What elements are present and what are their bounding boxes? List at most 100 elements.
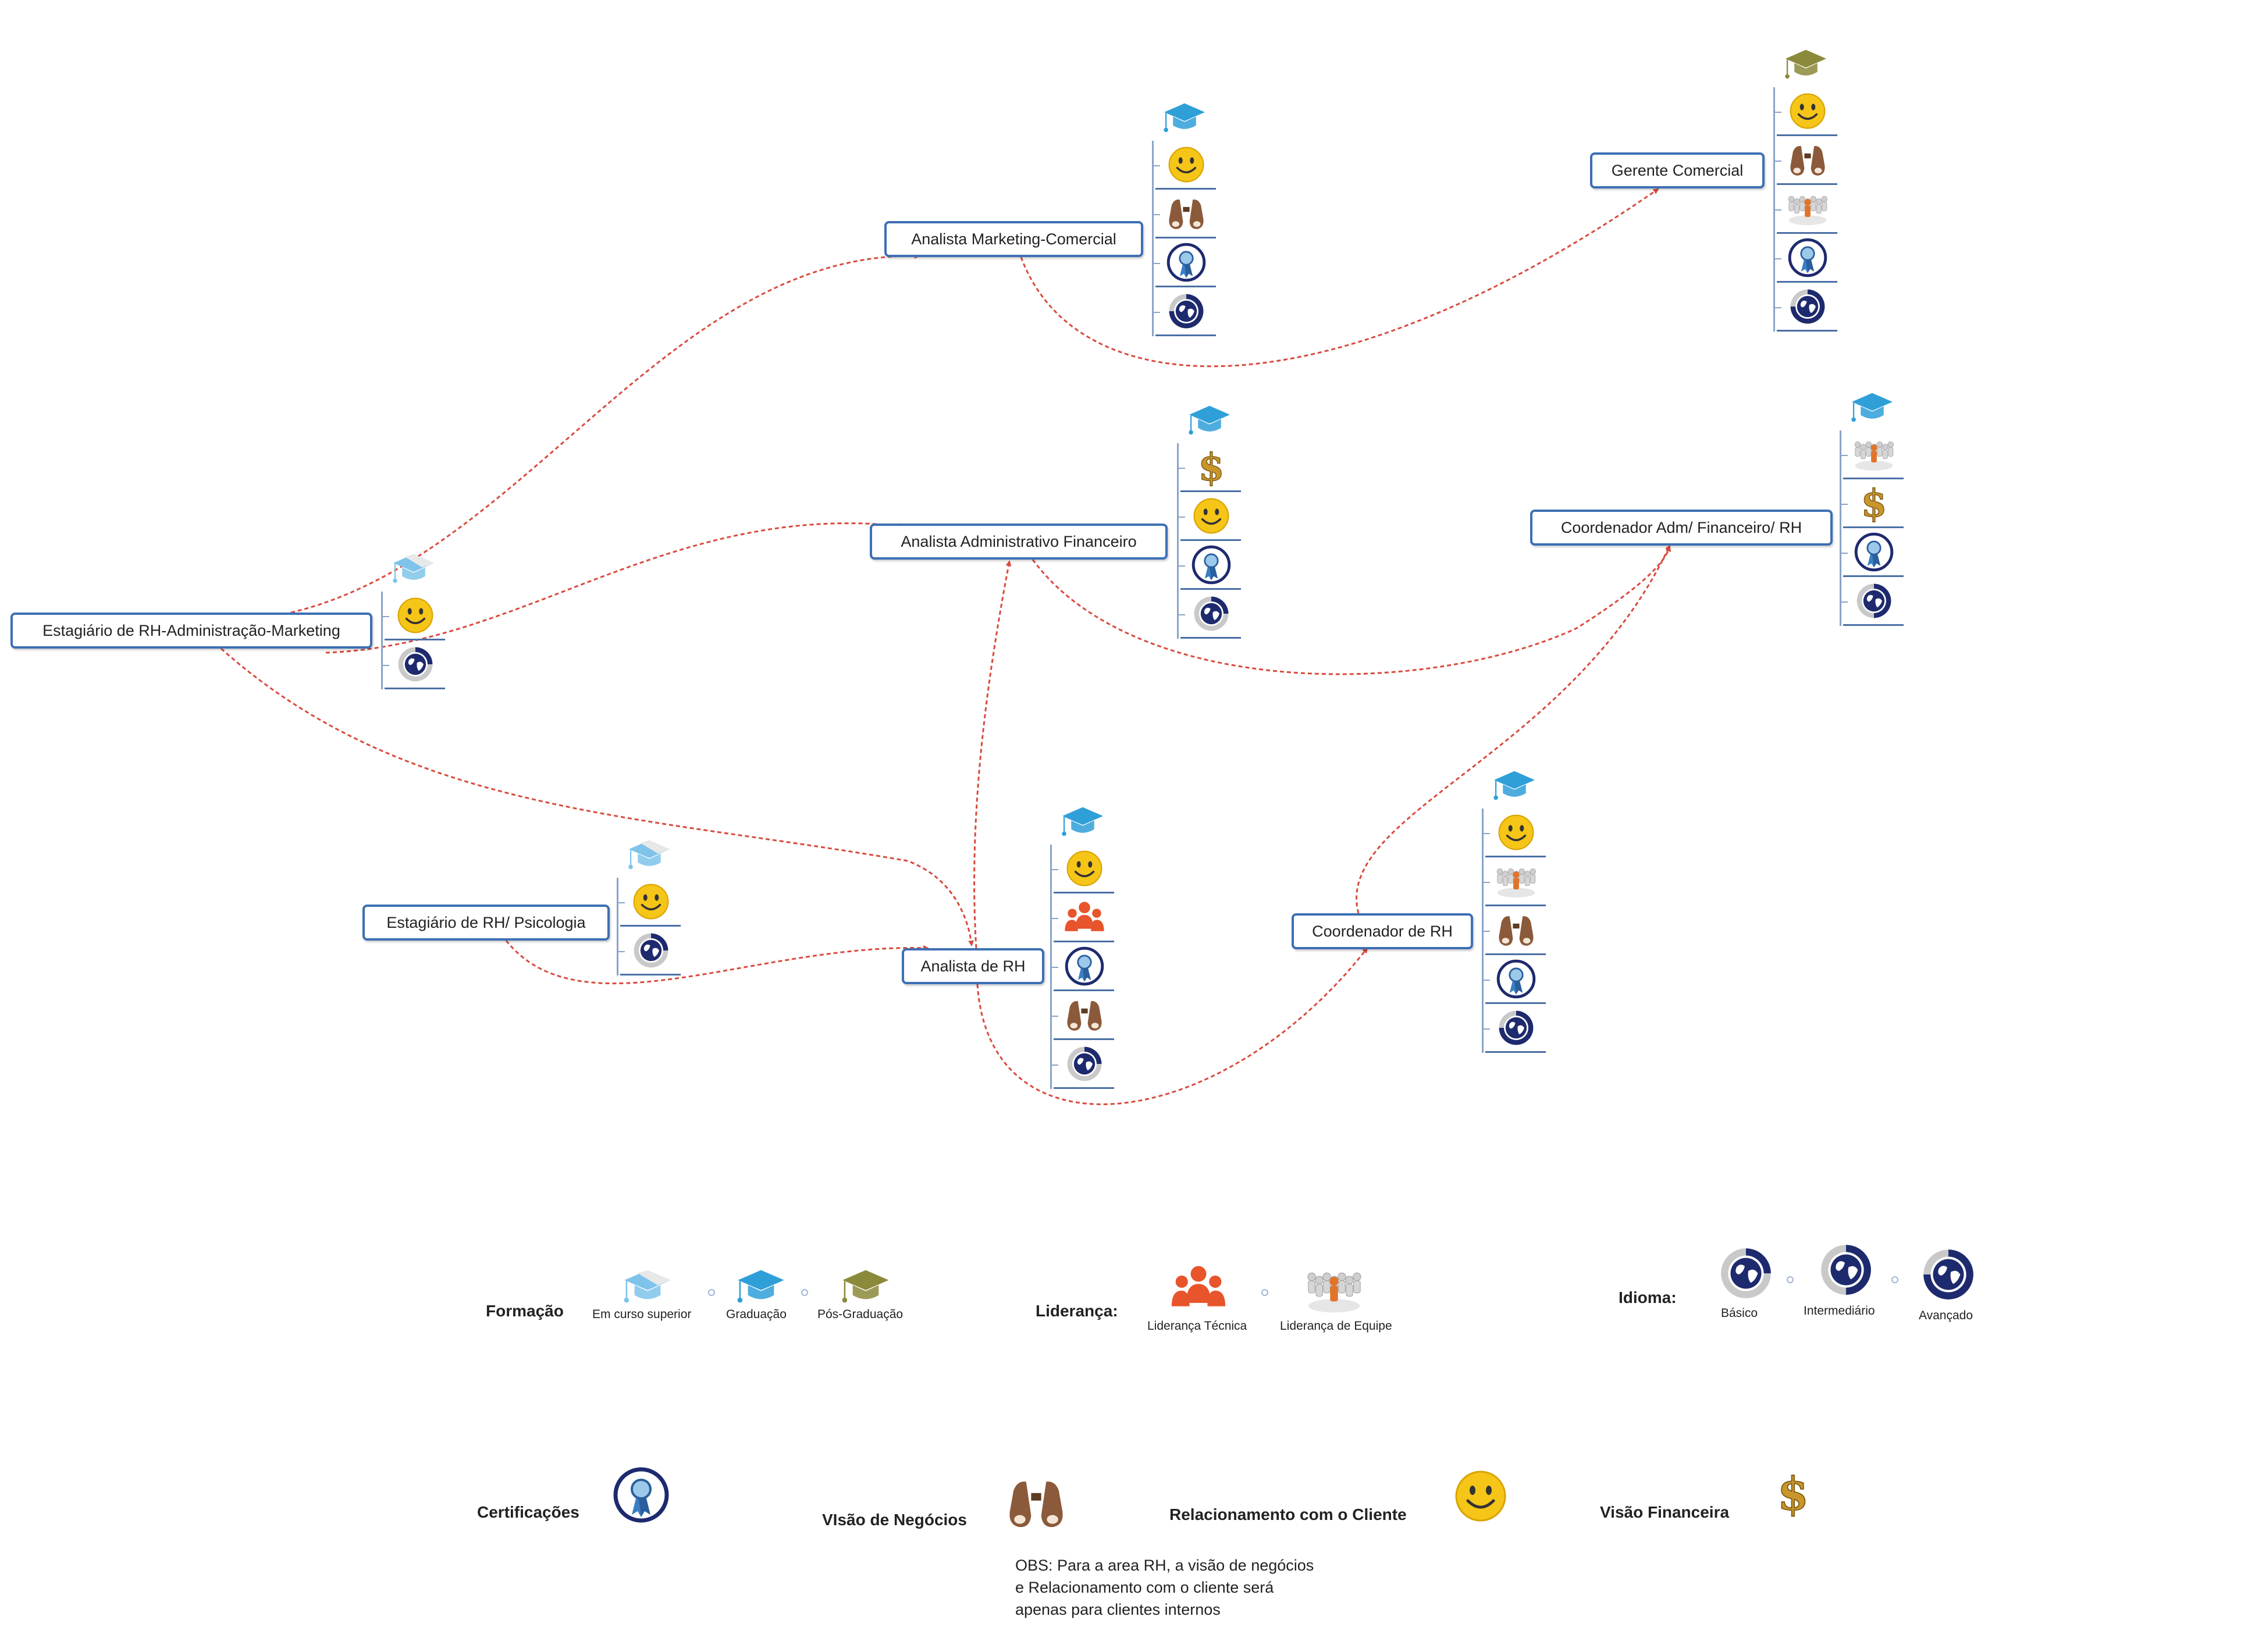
- legend-lideranca-label: Liderança Técnica: [1147, 1319, 1247, 1333]
- legend-visao-negocios-title: VIsão de Negócios: [822, 1511, 967, 1529]
- node-coord-adm[interactable]: Coordenador Adm/ Financeiro/ RH: [1530, 510, 1833, 546]
- legend-visao-financeira-title: Visão Financeira: [1600, 1503, 1730, 1521]
- node-estagiario-rh-adm[interactable]: Estagiário de RH-Administração-Marketing: [10, 613, 372, 649]
- node-gerente-comercial[interactable]: Gerente Comercial: [1590, 152, 1765, 188]
- cap-blue-icon: [1162, 95, 1207, 140]
- binoculars-icon: [1005, 1472, 1068, 1534]
- globe-basic-icon: [1064, 1044, 1105, 1084]
- smile-icon: [1787, 91, 1828, 131]
- ribbon-icon: [1166, 242, 1207, 283]
- cap-olive-icon: [841, 1261, 891, 1311]
- globe-intermediate-icon: [1854, 581, 1894, 621]
- cap-blue-icon: [736, 1261, 786, 1311]
- globe-advanced-icon: [1787, 286, 1828, 327]
- node-label: Estagiário de RH-Administração-Marketing: [42, 621, 340, 639]
- team-icon: [1496, 861, 1537, 902]
- separator-dot: [1261, 1289, 1268, 1296]
- connector-estagiario-rh-adm-to-analista-rh: [220, 647, 974, 946]
- binoculars-icon: [1166, 193, 1207, 234]
- cap-light-icon: [392, 546, 436, 590]
- legend-formacao-title: Formação: [486, 1302, 564, 1320]
- node-label: Analista de RH: [920, 957, 1026, 975]
- legend-formacao-label: Graduação: [726, 1308, 787, 1321]
- legend-lideranca-title: Liderança:: [1036, 1302, 1118, 1320]
- binoculars-icon: [1787, 140, 1828, 180]
- people-icon: [1064, 897, 1105, 938]
- team-icon: [1306, 1262, 1362, 1318]
- node-estagiario-psi[interactable]: Estagiário de RH/ Psicologia: [362, 905, 610, 941]
- separator-dot: [801, 1289, 808, 1296]
- legend-idioma-label: Intermediário: [1804, 1304, 1875, 1318]
- separator-dot: [1787, 1276, 1794, 1283]
- node-label: Coordenador Adm/ Financeiro/ RH: [1560, 518, 1802, 536]
- globe-advanced-icon: [1496, 1007, 1537, 1048]
- svg-text:$: $: [1198, 447, 1225, 487]
- node-coord-rh[interactable]: Coordenador de RH: [1292, 913, 1473, 949]
- globe-intermediate-icon: [1816, 1240, 1876, 1299]
- cap-light-icon: [623, 1261, 673, 1311]
- ribbon-icon: [1854, 532, 1894, 572]
- globe-basic-icon: [631, 930, 671, 971]
- ribbon-icon: [1064, 946, 1105, 987]
- node-analista-rh[interactable]: Analista de RH: [902, 948, 1044, 984]
- cap-blue-icon: [1492, 763, 1537, 807]
- globe-basic-icon: [1716, 1244, 1776, 1303]
- obs-note: OBS: Para a area RH, a visão de negócios…: [1015, 1557, 1314, 1618]
- connector-analista-adm-to-coord-adm: [1032, 546, 1671, 675]
- connector-estagiario-rh-adm-to-analista-mkt: [290, 252, 920, 614]
- connector-analista-mkt-to-gerente-comercial: [1020, 188, 1659, 368]
- binoculars-icon: [1496, 910, 1537, 950]
- legend-idioma-label: Avançado: [1919, 1309, 1973, 1322]
- connector-estagiario-psi-to-analista-rh: [505, 940, 929, 985]
- node-label: Gerente Comercial: [1611, 161, 1744, 179]
- team-icon: [1787, 188, 1828, 229]
- globe-advanced-icon: [1919, 1245, 1978, 1304]
- dollar-icon: $: [1769, 1467, 1818, 1521]
- cap-blue-icon: [1850, 385, 1894, 429]
- legend-certificacoes-title: Certificações: [477, 1503, 579, 1521]
- cap-light-icon: [627, 832, 671, 877]
- smile-icon: [631, 881, 671, 922]
- legend-idioma-title: Idioma:: [1619, 1288, 1677, 1306]
- legend-idioma-label: Básico: [1721, 1306, 1758, 1320]
- node-label: Estagiário de RH/ Psicologia: [386, 913, 586, 931]
- svg-text:$: $: [1861, 483, 1887, 524]
- cap-blue-icon: [1187, 398, 1232, 442]
- smile-icon: [1191, 496, 1232, 536]
- dollar-icon: $: [1854, 482, 1894, 526]
- legend-formacao-label: Pós-Graduação: [817, 1308, 904, 1321]
- people-icon: [1171, 1259, 1226, 1315]
- binoculars-icon: [1064, 995, 1105, 1035]
- smile-icon: [1452, 1467, 1510, 1525]
- connector-analista-rh-to-analista-adm: [973, 560, 1012, 949]
- ribbon-icon: [1787, 237, 1828, 278]
- legend-relacionamento-title: Relacionamento com o Cliente: [1169, 1505, 1407, 1523]
- globe-basic-icon: [395, 644, 436, 685]
- ribbon-icon: [1496, 959, 1537, 999]
- cap-blue-icon: [1061, 799, 1105, 843]
- dollar-icon: $: [1191, 446, 1232, 490]
- connector-coord-rh-to-coord-adm: [1356, 544, 1671, 914]
- separator-dot: [1891, 1276, 1898, 1283]
- smile-icon: [395, 595, 436, 636]
- globe-advanced-icon: [1166, 291, 1207, 332]
- legend-lideranca-label: Liderança de Equipe: [1280, 1319, 1392, 1333]
- team-icon: [1854, 434, 1894, 475]
- smile-icon: [1166, 144, 1207, 185]
- connector-estagiario-rh-adm-to-analista-adm: [325, 522, 906, 654]
- ribbon-icon: [612, 1466, 670, 1524]
- node-label: Analista Marketing-Comercial: [911, 230, 1116, 248]
- separator-dot: [708, 1289, 715, 1296]
- node-analista-mkt[interactable]: Analista Marketing-Comercial: [884, 221, 1143, 257]
- node-analista-adm[interactable]: Analista Administrativo Financeiro: [870, 524, 1168, 560]
- cap-olive-icon: [1784, 42, 1828, 86]
- smile-icon: [1496, 812, 1537, 853]
- node-label: Analista Administrativo Financeiro: [901, 532, 1137, 550]
- globe-basic-icon: [1191, 593, 1232, 634]
- legend-formacao-label: Em curso superior: [592, 1308, 692, 1321]
- node-label: Coordenador de RH: [1312, 922, 1453, 940]
- svg-text:$: $: [1777, 1469, 1809, 1518]
- ribbon-icon: [1191, 544, 1232, 585]
